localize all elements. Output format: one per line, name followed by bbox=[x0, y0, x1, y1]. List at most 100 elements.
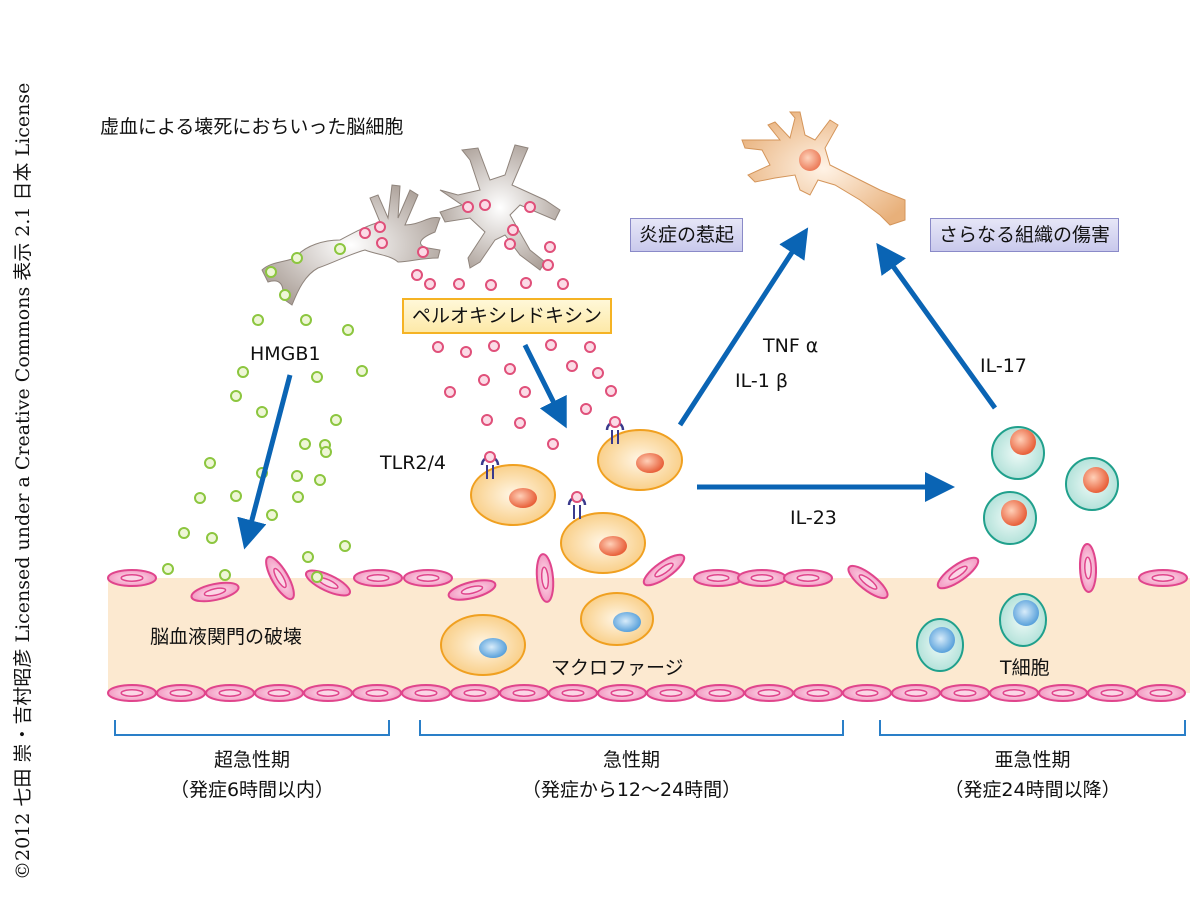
peroxiredoxin-molecule bbox=[507, 224, 519, 236]
peroxiredoxin-molecule bbox=[504, 238, 516, 250]
red-blood-cell bbox=[254, 684, 304, 702]
receptor-stalk bbox=[573, 505, 581, 519]
hmgb1-arrow bbox=[237, 374, 293, 550]
red-blood-cell bbox=[190, 581, 240, 603]
hmgb1-molecule bbox=[302, 551, 314, 563]
peroxiredoxin-molecule bbox=[479, 199, 491, 211]
bbb-disruption-label: 脳血液関門の破壊 bbox=[150, 626, 303, 648]
t-cell bbox=[983, 491, 1037, 545]
red-blood-cell bbox=[401, 684, 451, 702]
peroxiredoxin-molecule bbox=[584, 341, 596, 353]
t-cell bbox=[999, 593, 1047, 647]
red-blood-cell bbox=[847, 564, 889, 600]
tissue-damage-box: さらなる組織の傷害 bbox=[930, 218, 1120, 252]
peroxiredoxin-molecule bbox=[566, 360, 578, 372]
hmgb1-molecule bbox=[206, 532, 218, 544]
phase-brackets bbox=[114, 720, 1186, 736]
tnf-alpha-label: TNF α bbox=[763, 335, 819, 357]
rbc-center bbox=[750, 574, 774, 582]
red-blood-cell bbox=[842, 684, 892, 702]
t-cells bbox=[916, 426, 1119, 672]
rbc-center bbox=[1051, 689, 1075, 697]
rbc-center bbox=[120, 689, 144, 697]
hmgb1-molecule bbox=[291, 252, 303, 264]
peroxiredoxin-molecule bbox=[411, 269, 423, 281]
red-blood-cell bbox=[1138, 569, 1188, 587]
red-blood-cell bbox=[107, 569, 157, 587]
peroxiredoxin-molecule bbox=[519, 386, 531, 398]
red-blood-cell bbox=[793, 684, 843, 702]
t-cell-nucleus bbox=[1001, 500, 1027, 526]
bound-ligand bbox=[609, 416, 621, 428]
peroxiredoxin-molecule bbox=[432, 341, 444, 353]
il17-arrow bbox=[876, 242, 998, 410]
macrophage-nucleus bbox=[599, 536, 627, 556]
red-blood-cell bbox=[450, 684, 500, 702]
rbc-center bbox=[1151, 574, 1175, 582]
phase-time: （発症24時間以降） bbox=[944, 779, 1121, 801]
hmgb1-molecule bbox=[162, 563, 174, 575]
hmgb1-molecule bbox=[204, 457, 216, 469]
bound-ligand bbox=[571, 491, 583, 503]
macrophage-label: マクロファージ bbox=[551, 657, 684, 679]
peroxiredoxin-molecule bbox=[485, 279, 497, 291]
rbc-center bbox=[267, 689, 291, 697]
released-molecules bbox=[162, 199, 617, 583]
t-cell bbox=[991, 426, 1045, 480]
hmgb1-molecule bbox=[237, 366, 249, 378]
red-blood-cell bbox=[891, 684, 941, 702]
red-blood-cell bbox=[744, 684, 794, 702]
t-cell-nucleus bbox=[929, 627, 955, 653]
phase-name: 超急性期 bbox=[213, 749, 290, 771]
rbc-center bbox=[858, 574, 878, 590]
macrophage-nucleus bbox=[613, 612, 641, 632]
rbc-center bbox=[273, 567, 287, 589]
peroxiredoxin-molecule bbox=[547, 438, 559, 450]
rbc-center bbox=[654, 562, 674, 578]
t-cell-nucleus bbox=[1083, 467, 1109, 493]
red-blood-cell bbox=[265, 555, 295, 601]
macrophage bbox=[470, 464, 556, 526]
tlr-receptor bbox=[567, 491, 587, 519]
inflammation-box: 炎症の惹起 bbox=[630, 218, 744, 252]
hmgb1-molecule bbox=[230, 390, 242, 402]
arrows bbox=[237, 227, 998, 550]
red-blood-cells bbox=[107, 543, 1188, 702]
hmgb1-molecule bbox=[330, 414, 342, 426]
red-blood-cell bbox=[205, 684, 255, 702]
rbc-center bbox=[659, 689, 683, 697]
rbc-center bbox=[757, 689, 781, 697]
red-blood-cell bbox=[936, 556, 980, 590]
t-cell-nucleus bbox=[1013, 600, 1039, 626]
peroxiredoxin-molecule bbox=[460, 346, 472, 358]
hmgb1-molecule bbox=[356, 365, 368, 377]
hmgb1-molecule bbox=[230, 490, 242, 502]
hmgb1-molecule bbox=[342, 324, 354, 336]
peroxiredoxin-molecule bbox=[542, 259, 554, 271]
peroxiredoxin-molecule bbox=[514, 417, 526, 429]
dead-cells-label: 虚血による壊死におちいった脳細胞 bbox=[100, 116, 404, 138]
macrophage bbox=[597, 429, 683, 491]
peroxiredoxin-molecule bbox=[424, 278, 436, 290]
rbc-center bbox=[1002, 689, 1026, 697]
red-blood-cell bbox=[303, 684, 353, 702]
peroxiredoxin-molecule bbox=[359, 227, 371, 239]
phase-name: 急性期 bbox=[602, 749, 660, 771]
red-blood-cell bbox=[107, 684, 157, 702]
hmgb1-molecule bbox=[311, 371, 323, 383]
hmgb1-molecule bbox=[299, 438, 311, 450]
tcell-label: T細胞 bbox=[1000, 657, 1050, 679]
macrophage-nucleus bbox=[636, 453, 664, 473]
macrophage bbox=[440, 614, 526, 676]
red-blood-cell bbox=[1136, 684, 1186, 702]
macrophage-nucleus bbox=[479, 638, 507, 658]
phase-subacute: 亜急性期 （発症24時間以降） bbox=[880, 745, 1185, 805]
rbc-center bbox=[366, 574, 390, 582]
rbc-center bbox=[416, 574, 440, 582]
peroxiredoxin-molecule bbox=[376, 237, 388, 249]
red-blood-cell bbox=[1087, 684, 1137, 702]
rbc-center bbox=[460, 585, 484, 595]
hmgb1-label: HMGB1 bbox=[250, 343, 321, 365]
hmgb1-molecule bbox=[178, 527, 190, 539]
